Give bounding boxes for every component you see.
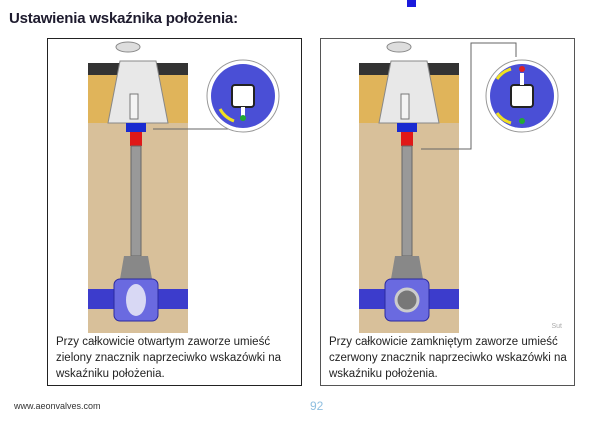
footer-url: www.aeonvalves.com — [14, 401, 101, 411]
watermark: Sut — [551, 323, 562, 330]
page-title: Ustawienia wskaźnika położenia: — [9, 10, 238, 27]
closed-valve-caption: Przy całkowicie zamkniętym zaworze umieś… — [329, 336, 567, 380]
panel-open-valve: Przy całkowicie otwartym zaworze umieść … — [47, 38, 302, 386]
open-valve-illustration — [88, 41, 280, 333]
panel-closed-valve: Sut Przy całkowicie zamkniętym zaworze u… — [320, 38, 575, 386]
top-decoration — [407, 0, 416, 7]
open-valve-caption: Przy całkowicie otwartym zaworze umieść … — [56, 336, 281, 380]
closed-valve-illustration — [359, 41, 559, 333]
page-number: 92 — [310, 399, 324, 413]
